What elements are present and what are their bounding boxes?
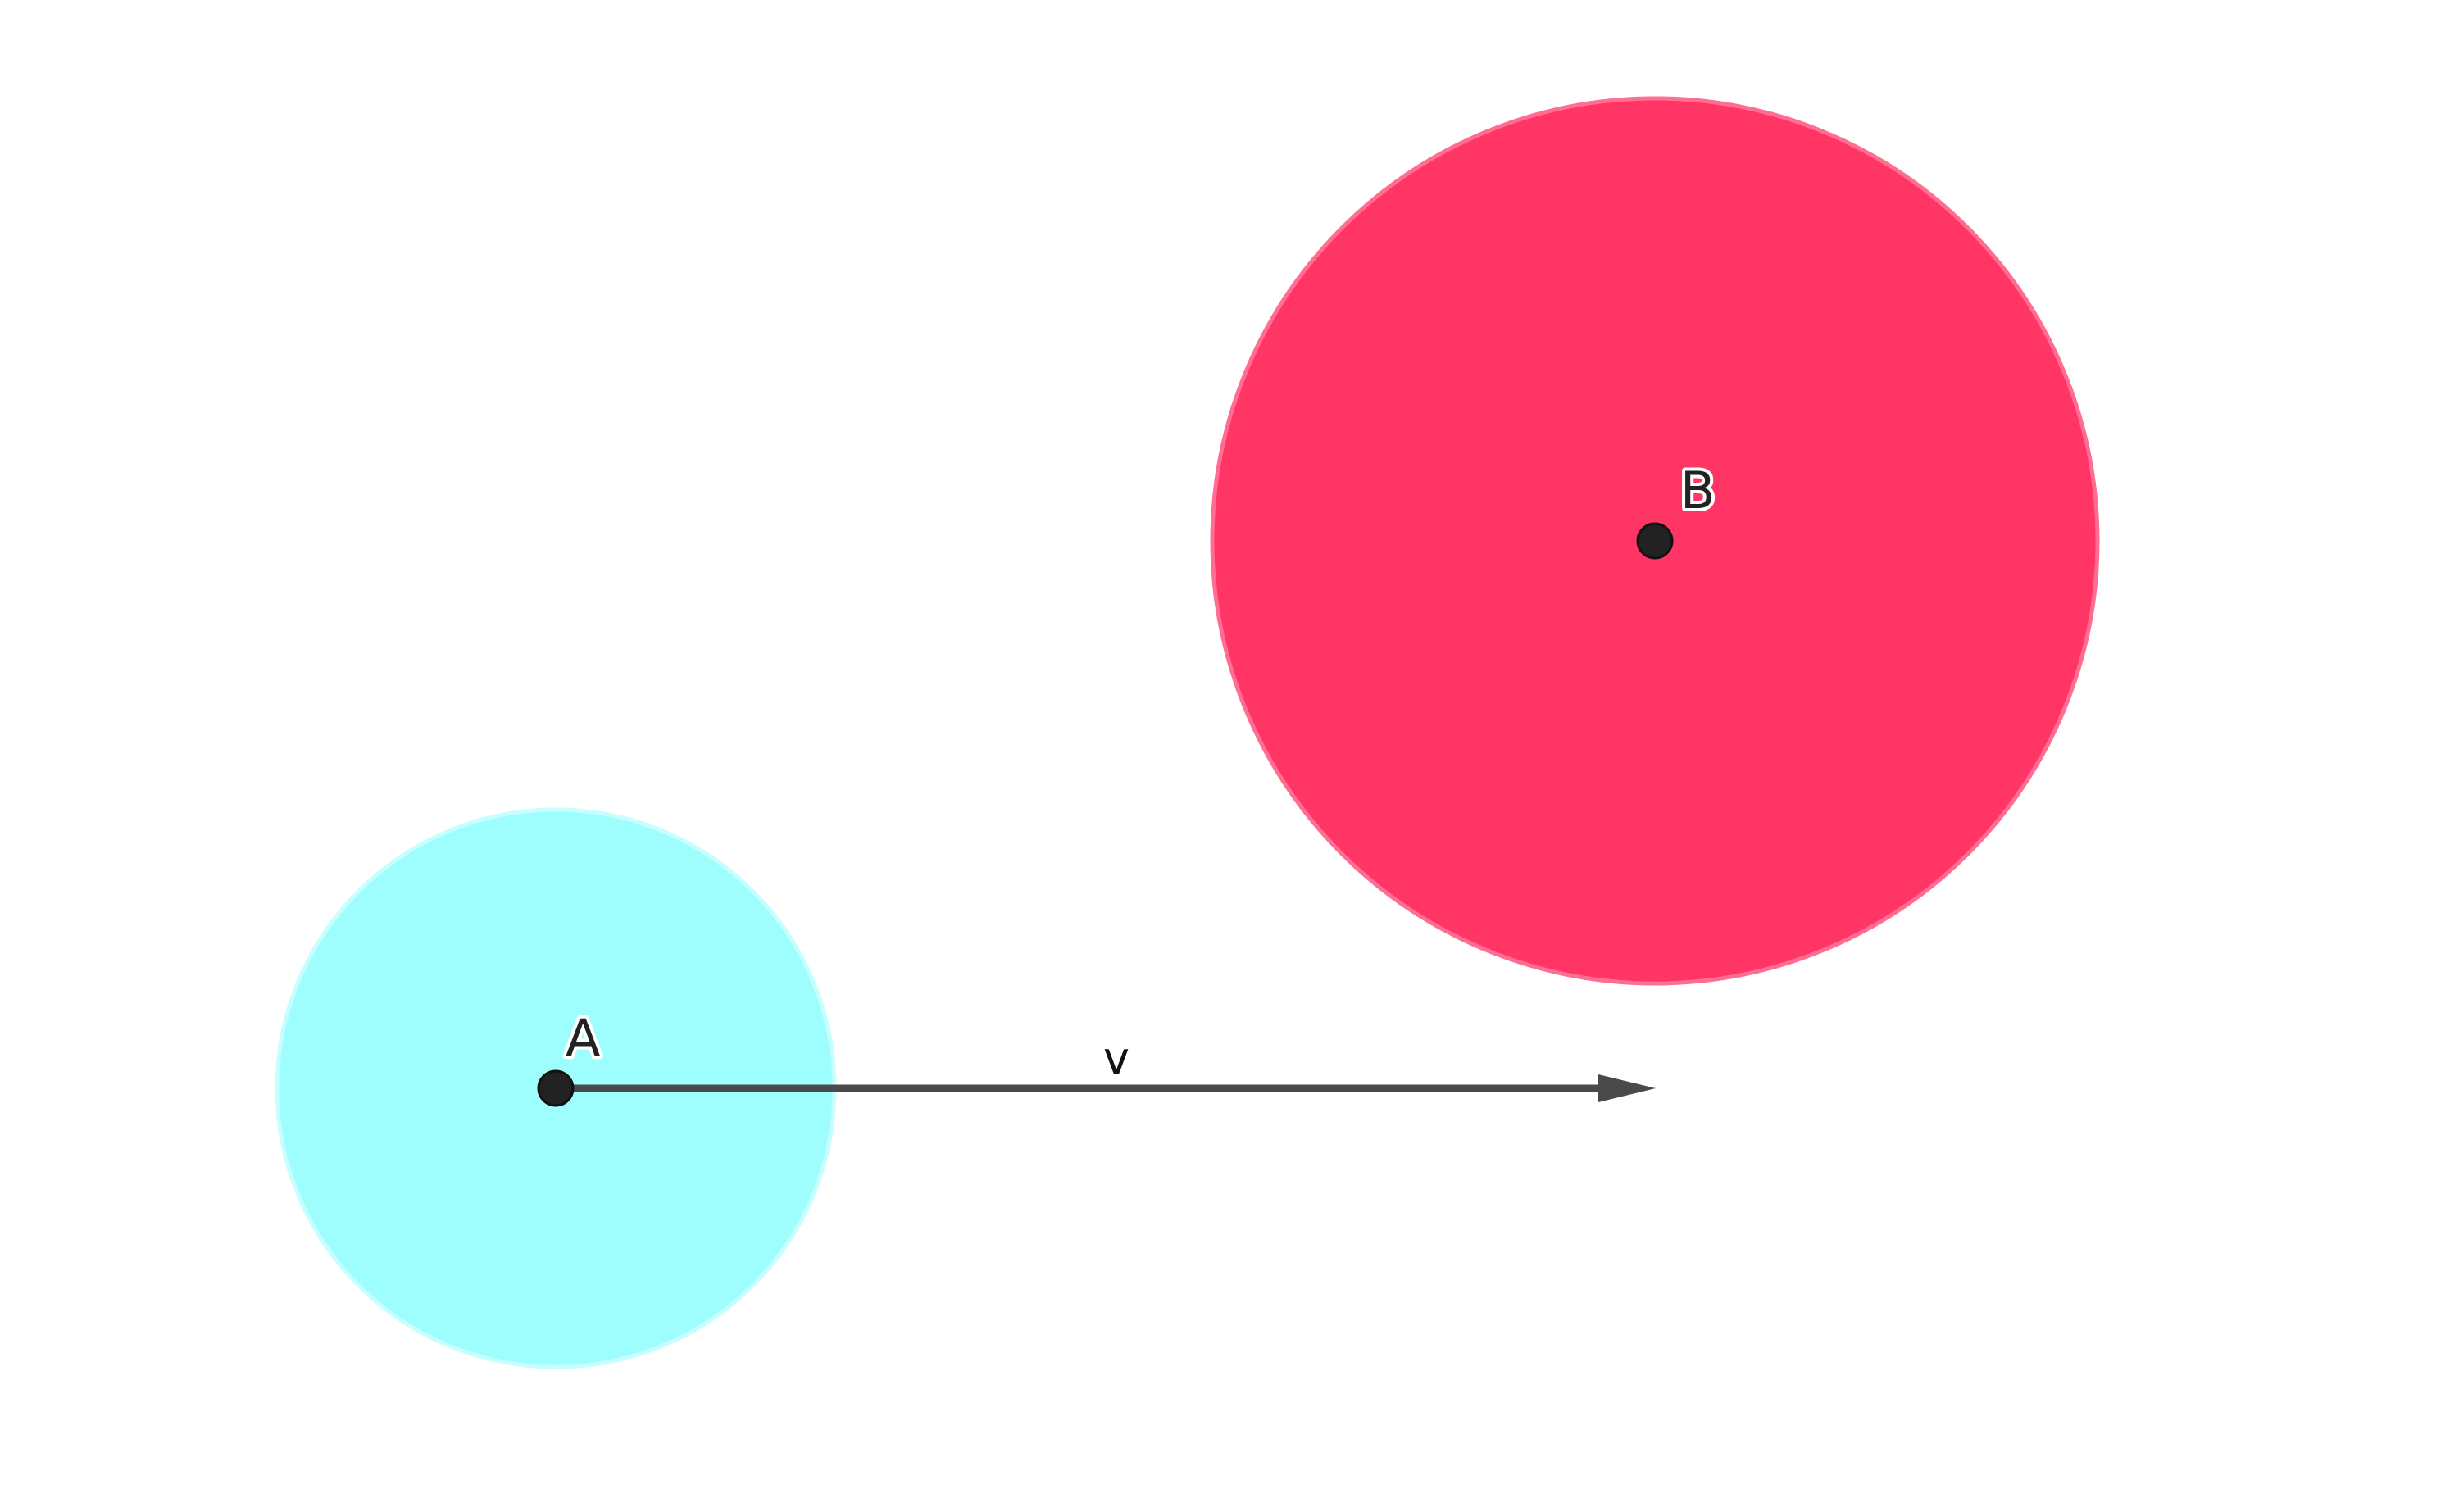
point-b[interactable] bbox=[1636, 522, 1674, 560]
vector-v-arrowhead bbox=[1598, 1074, 1656, 1102]
vector-v-label: v bbox=[1103, 1033, 1130, 1084]
point-b-label: B bbox=[1680, 461, 1716, 520]
point-a-label: A bbox=[566, 1008, 600, 1068]
point-a[interactable] bbox=[537, 1069, 575, 1107]
vector-v[interactable] bbox=[556, 1074, 1656, 1102]
